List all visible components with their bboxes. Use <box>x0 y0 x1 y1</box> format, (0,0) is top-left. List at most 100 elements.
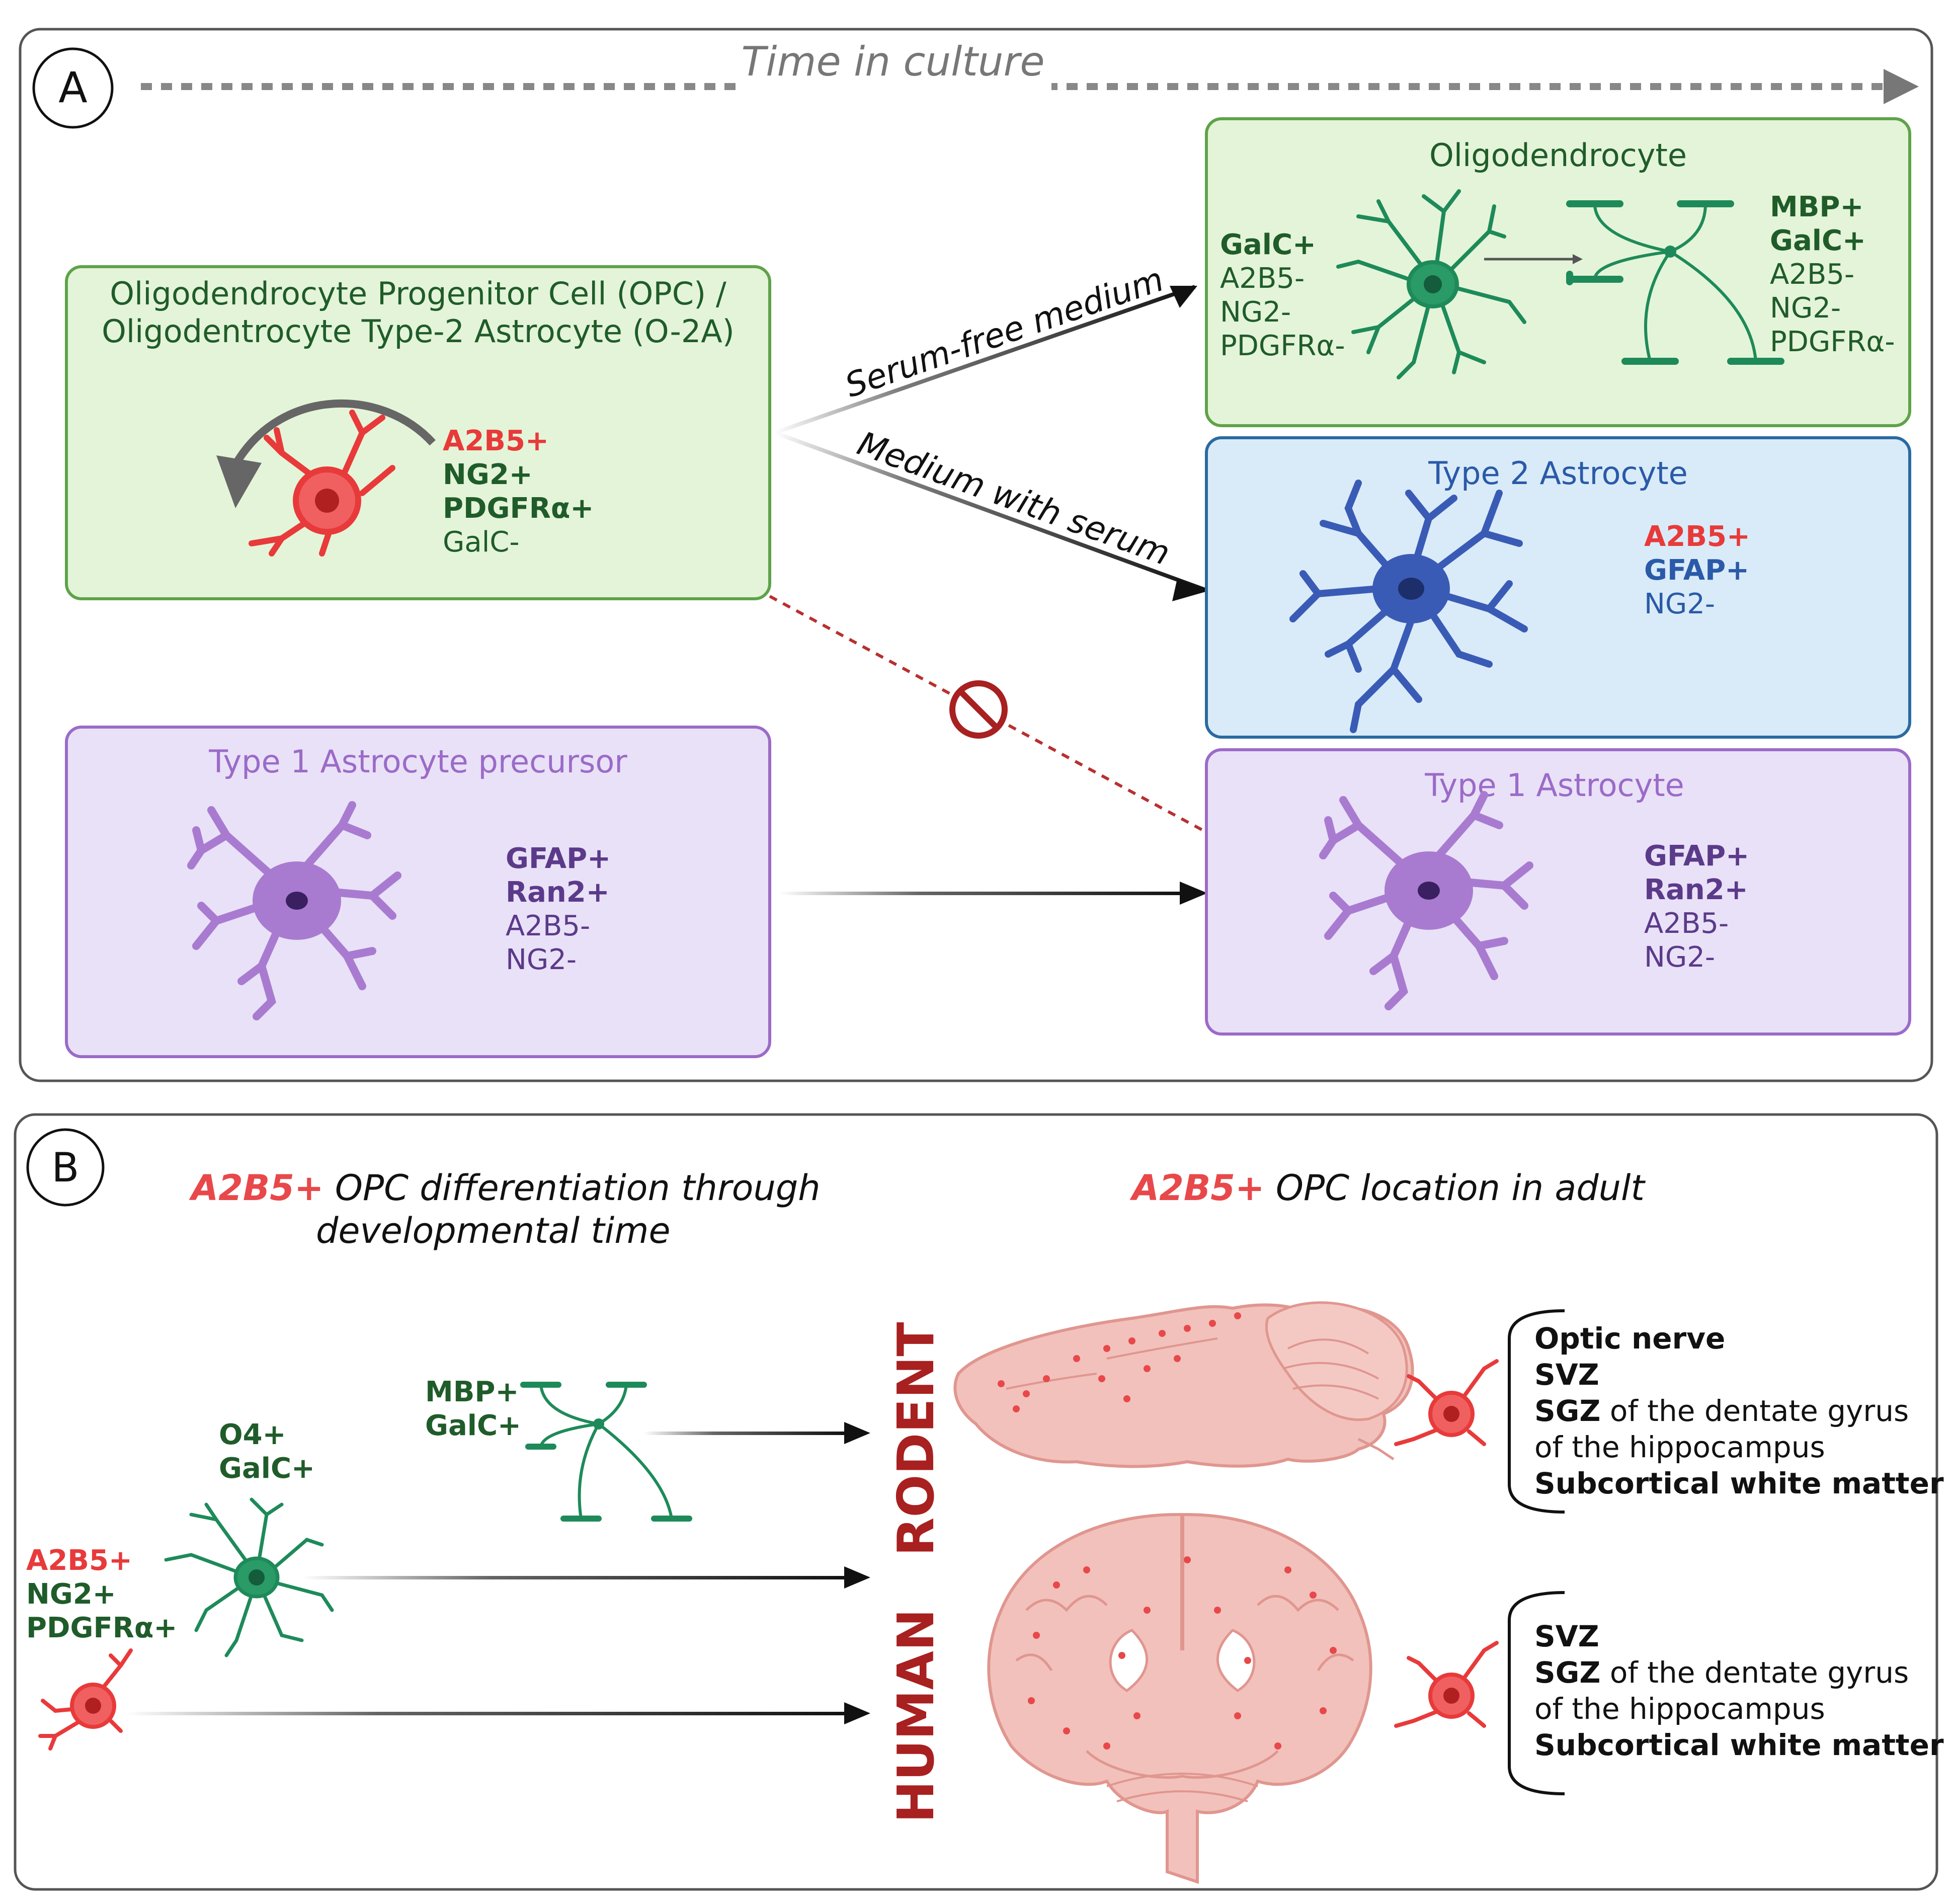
left-heading-text: OPC differentiation through <box>324 1167 821 1209</box>
human-location-white-matter: Subcortical white matter <box>1534 1728 1944 1762</box>
rodent-sgz-rest: of the dentate gyrus <box>1600 1394 1909 1428</box>
serum-free-arrowhead <box>1170 286 1197 308</box>
rodent-brain-illustration <box>953 1301 1414 1468</box>
type1-marker-gfap: GFAP+ <box>1644 840 1749 872</box>
immature-oligodendrocyte-icon <box>164 1497 334 1657</box>
mature-oligo-marker-ng2: NG2- <box>1770 292 1841 325</box>
mature-oligodendrocyte-icon <box>520 1382 692 1522</box>
with-serum-arrow <box>774 431 1206 592</box>
oligo-marker-a2b5: A2B5- <box>1220 262 1305 295</box>
opc-to-human-arrow <box>126 1712 845 1715</box>
right-heading: A2B5+ OPC location in adult <box>1129 1167 1646 1209</box>
mature-oligo-marker-pdgfra: PDGFRα- <box>1770 326 1895 358</box>
type1-title: Type 1 Astrocyte <box>1424 767 1684 804</box>
rodent-bracket <box>1508 1309 1565 1514</box>
human-bracket <box>1508 1591 1565 1795</box>
opc-stage-marker-ng2: NG2+ <box>26 1578 116 1611</box>
rodent-location-optic-nerve: Optic nerve <box>1534 1321 1725 1356</box>
time-label: Time in culture <box>741 38 1044 85</box>
mature-to-rodent-arrow <box>644 1432 845 1435</box>
prohibited-icon <box>949 680 1008 739</box>
panel-b-badge-label: B <box>52 1144 79 1191</box>
precursor-marker-ng2: NG2- <box>506 943 577 976</box>
panel-a-badge-label: A <box>58 63 87 112</box>
immature-to-human-arrow <box>302 1576 845 1579</box>
human-sgz-abbrev: SGZ <box>1534 1655 1600 1690</box>
opc-marker-ng2: NG2+ <box>443 458 533 491</box>
human-brain-illustration <box>987 1513 1372 1884</box>
self-renewal-arrowhead <box>216 455 262 508</box>
left-heading-marker: A2B5+ <box>189 1167 324 1209</box>
type2-title: Type 2 Astrocyte <box>1428 455 1688 492</box>
opc-title-line2: Oligodentrocyte Type-2 Astrocyte (O-2A) <box>102 313 735 350</box>
type1-marker-a2b5: A2B5- <box>1644 907 1729 940</box>
mature-oligo-marker-a2b5: A2B5- <box>1770 258 1854 291</box>
type1-astrocyte-icon <box>1319 791 1533 1010</box>
human-label: HUMAN <box>886 1609 945 1823</box>
opc-marker-galc: GalC- <box>443 526 520 559</box>
human-location-sgz: SGZ of the dentate gyrus <box>1534 1655 1909 1690</box>
rodent-sgz-abbrev: SGZ <box>1534 1394 1600 1428</box>
left-heading-line1: A2B5+ OPC differentiation through <box>189 1167 821 1209</box>
type1-precursor-icon <box>187 801 401 1020</box>
serum-free-arrow <box>774 285 1196 435</box>
rodent-opc-cell-icon <box>1394 1359 1499 1446</box>
type2-marker-ng2: NG2- <box>1644 588 1715 620</box>
oligodendrocyte-title: Oligodendrocyte <box>1429 137 1687 174</box>
rodent-location-svz: SVZ <box>1534 1358 1599 1392</box>
human-sgz-rest: of the dentate gyrus <box>1600 1655 1909 1690</box>
opc-to-human-arrowhead <box>844 1702 870 1724</box>
left-heading-line2: developmental time <box>316 1210 671 1251</box>
precursor-to-type1-arrow <box>780 892 1182 895</box>
opc-stage-marker-pdgfra: PDGFRα+ <box>26 1612 177 1644</box>
type2-astrocyte-icon <box>1289 480 1528 733</box>
mature-marker-galc: GalC+ <box>425 1409 521 1442</box>
precursor-marker-ran2: Ran2+ <box>506 876 610 909</box>
panel-b-badge <box>26 1128 105 1207</box>
panel-a: A Time in culture Oligodendrocyte Progen… <box>19 28 1933 1082</box>
immature-marker-galc: GalC+ <box>219 1452 315 1485</box>
precursor-marker-a2b5: A2B5- <box>506 910 590 942</box>
oligo-marker-galc: GalC+ <box>1220 228 1316 261</box>
human-location-hippocampus: of the hippocampus <box>1534 1692 1825 1726</box>
type2-marker-gfap: GFAP+ <box>1644 554 1749 587</box>
rodent-location-hippocampus: of the hippocampus <box>1534 1430 1825 1464</box>
panel-b: B A2B5+ OPC differentiation through deve… <box>14 1113 1944 1891</box>
type1-precursor-title: Type 1 Astrocyte precursor <box>208 743 627 780</box>
opc-marker-a2b5: A2B5+ <box>443 425 549 457</box>
oligodendrocyte-box <box>1205 117 1911 427</box>
rodent-label: RODENT <box>886 1322 945 1556</box>
human-location-svz: SVZ <box>1534 1619 1599 1653</box>
human-opc-cell-icon <box>1394 1641 1499 1728</box>
type1-marker-ng2: NG2- <box>1644 941 1715 974</box>
mature-oligo-marker-mbp: MBP+ <box>1770 191 1863 223</box>
rodent-location-sgz: SGZ of the dentate gyrus <box>1534 1394 1909 1428</box>
myelinating-oligodendrocyte-icon <box>1566 200 1784 365</box>
opc-marker-pdgfra: PDGFRα+ <box>443 492 594 525</box>
precursor-to-type1-arrowhead <box>1180 882 1207 905</box>
type2-marker-a2b5: A2B5+ <box>1644 520 1750 553</box>
mature-oligo-marker-galc: GalC+ <box>1770 224 1866 257</box>
opc-stage-marker-a2b5: A2B5+ <box>26 1544 132 1577</box>
precursor-marker-gfap: GFAP+ <box>506 842 611 875</box>
mature-marker-mbp: MBP+ <box>425 1376 519 1408</box>
type1-precursor-box <box>65 726 771 1058</box>
oligo-marker-ng2: NG2- <box>1220 296 1291 329</box>
type1-marker-ran2: Ran2+ <box>1644 874 1748 906</box>
opc-cell-icon <box>249 410 395 557</box>
rodent-location-white-matter: Subcortical white matter <box>1534 1466 1944 1500</box>
type2-astrocyte-box <box>1205 436 1911 739</box>
mature-to-rodent-arrowhead <box>844 1422 870 1444</box>
time-label-bg <box>740 35 1051 91</box>
with-serum-arrowhead <box>1172 579 1207 601</box>
right-heading-text: OPC location in adult <box>1265 1167 1646 1209</box>
oligodendrocyte-cell-icon <box>1336 189 1526 379</box>
immature-marker-o4: O4+ <box>219 1418 286 1451</box>
panel-a-badge <box>32 47 114 129</box>
self-renewal-arrow <box>233 400 436 465</box>
panel-b-frame <box>14 1113 1938 1891</box>
immature-to-human-arrowhead <box>844 1566 870 1589</box>
right-heading-marker: A2B5+ <box>1129 1167 1265 1209</box>
opc-title-line1: Oligodendrocyte Progenitor Cell (OPC) / <box>110 275 726 312</box>
